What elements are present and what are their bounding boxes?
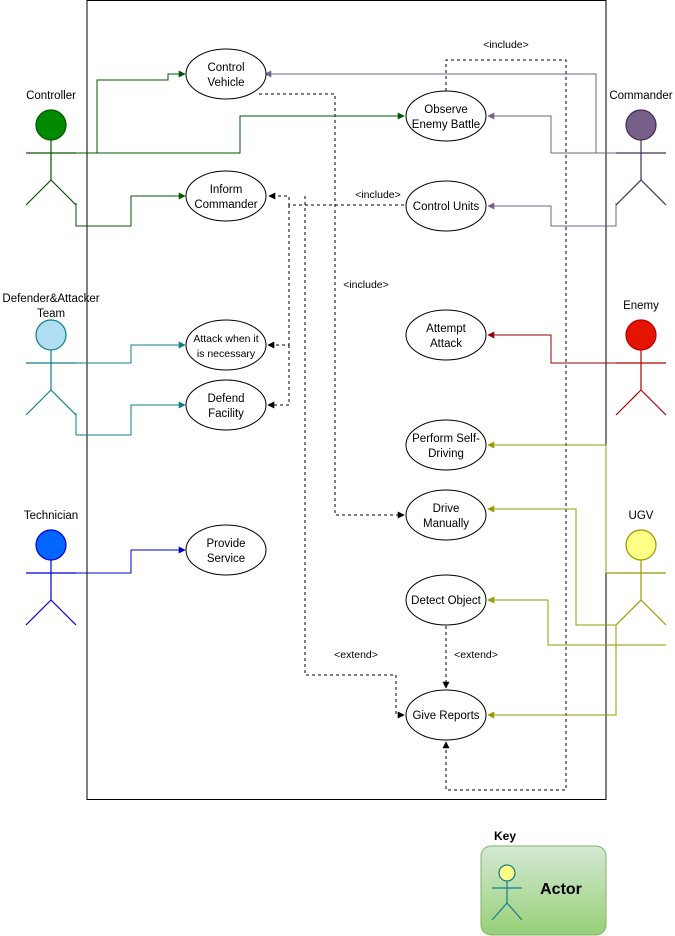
svg-text:Attack when it: Attack when it [193, 333, 258, 345]
usecase-observe-enemy-battle[interactable]: Observe Enemy Battle [405, 90, 487, 142]
svg-text:Inform: Inform [210, 184, 243, 196]
actor-technician[interactable]: Technician [24, 510, 78, 626]
ugv-associations [487, 441, 666, 719]
svg-text:Observe: Observe [424, 104, 467, 116]
controller-associations [75, 70, 405, 227]
actor-controller[interactable]: Controller [25, 90, 77, 206]
usecase-attack-when-necessary[interactable]: Attack when it is necessary [185, 319, 267, 371]
actor-enemy[interactable]: Enemy [615, 300, 667, 416]
svg-text:UGV: UGV [629, 510, 654, 522]
svg-text:Give Reports: Give Reports [412, 710, 479, 722]
key-actor-icon [491, 864, 523, 921]
extend-detect-label: <extend> [454, 649, 498, 661]
svg-text:Detect Object: Detect Object [411, 595, 481, 607]
usecase-attempt-attack[interactable]: Attempt Attack [405, 309, 487, 361]
usecase-give-reports[interactable]: Give Reports [405, 689, 487, 741]
enemy-associations [487, 331, 616, 364]
svg-text:Enemy: Enemy [623, 300, 659, 312]
svg-text:Commander: Commander [609, 90, 672, 102]
include-control-units-to-attack [267, 205, 290, 349]
include-mid-connector [259, 93, 405, 519]
include-control-units-to-inform [268, 192, 404, 206]
svg-text:Facility: Facility [208, 408, 244, 420]
svg-text:Control: Control [207, 62, 244, 74]
system-boundary [86, 0, 607, 800]
svg-text:Technician: Technician [24, 510, 78, 522]
usecase-provide-service[interactable]: Provide Service [185, 524, 267, 576]
usecase-perform-self-driving[interactable]: Perform Self- Driving [405, 419, 487, 471]
include-control-units-to-defend [267, 345, 290, 409]
svg-text:Vehicle: Vehicle [207, 77, 244, 89]
svg-text:Manually: Manually [423, 518, 469, 530]
usecase-control-vehicle[interactable]: Control Vehicle [185, 48, 267, 100]
include-top-label: <include> [483, 39, 529, 51]
svg-text:Defender&Attacker: Defender&Attacker [2, 293, 99, 305]
actor-ugv[interactable]: UGV [606, 510, 667, 626]
usecase-control-units[interactable]: Control Units [405, 180, 487, 232]
svg-text:Driving: Driving [428, 448, 464, 460]
usecase-defend-facility[interactable]: Defend Facility [185, 379, 267, 431]
actor-commander[interactable]: Commander [609, 90, 673, 206]
key-legend: Key Actor [480, 829, 607, 936]
svg-text:Provide: Provide [207, 538, 246, 550]
svg-text:Enemy Battle: Enemy Battle [412, 119, 480, 131]
svg-text:Attack: Attack [430, 338, 462, 350]
svg-text:Control Units: Control Units [413, 201, 480, 213]
svg-text:Controller: Controller [26, 90, 76, 102]
commander-associations [264, 70, 617, 227]
svg-text:is necessary: is necessary [197, 348, 256, 360]
technician-associations [76, 546, 186, 574]
key-title: Key [494, 829, 516, 843]
extend-left-label: <extend> [334, 649, 378, 661]
include-control-units-label: <include> [355, 189, 401, 201]
svg-text:Drive: Drive [433, 503, 460, 515]
key-actor-label: Actor [540, 881, 582, 898]
include-mid-label: <include> [343, 279, 389, 291]
svg-text:Service: Service [207, 553, 245, 565]
svg-text:Perform Self-: Perform Self- [412, 433, 480, 445]
include-extend-connectors [259, 59, 567, 791]
usecase-detect-object[interactable]: Detect Object [405, 574, 487, 626]
svg-text:Attempt: Attempt [426, 323, 466, 335]
defender-associations [75, 341, 186, 436]
include-top-connector [442, 59, 567, 791]
actor-defender-attacker-team[interactable]: Defender&Attacker Team [2, 293, 100, 416]
usecase-inform-commander[interactable]: Inform Commander [185, 170, 267, 222]
svg-text:Defend: Defend [207, 393, 244, 405]
svg-text:Commander: Commander [194, 199, 257, 211]
extend-left-connector [304, 196, 405, 719]
svg-text:Team: Team [37, 308, 65, 320]
usecase-drive-manually[interactable]: Drive Manually [405, 489, 487, 541]
